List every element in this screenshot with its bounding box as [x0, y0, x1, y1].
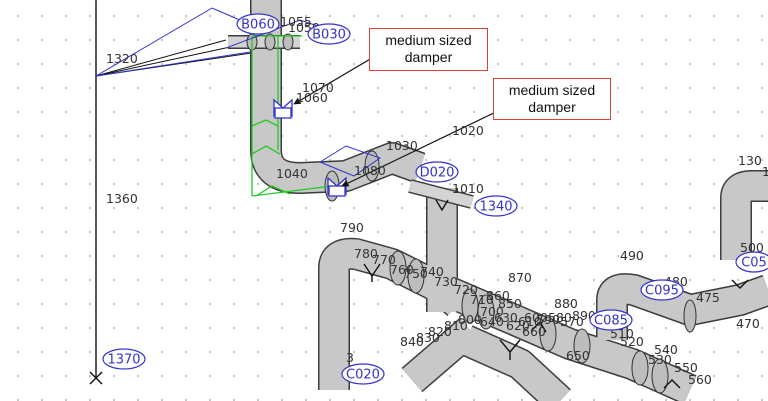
node-label-1070: 1070	[302, 80, 334, 95]
tag-label: C095	[645, 284, 679, 299]
tag-c05[interactable]: C05	[735, 251, 768, 273]
node-label-1030: 1030	[386, 138, 418, 153]
node-label-1360: 1360	[106, 191, 138, 206]
callout-line-2: damper	[528, 99, 576, 115]
node-label-1320: 1320	[106, 51, 138, 66]
node-label-800: 800	[458, 312, 482, 327]
node-label-840: 840	[400, 334, 424, 349]
node-label-11: 11	[762, 164, 768, 179]
tag-label: B060	[241, 18, 275, 33]
node-label-1080: 1080	[354, 163, 386, 178]
node-label-730: 730	[434, 274, 458, 289]
node-label-1020: 1020	[452, 123, 484, 138]
node-label-540: 540	[654, 342, 678, 357]
node-label-500: 500	[740, 240, 764, 255]
tag-label: C05	[741, 256, 767, 271]
node-label-600: 600	[524, 310, 548, 325]
x-marker	[89, 371, 103, 385]
node-label-560: 560	[688, 372, 712, 387]
node-label-660: 660	[522, 324, 546, 339]
node-label-740: 740	[420, 264, 444, 279]
node-label-490: 490	[620, 248, 644, 263]
node-label-590: 590	[536, 312, 560, 327]
node-label-870: 870	[508, 270, 532, 285]
node-label-610: 610	[518, 314, 542, 329]
node-label-620: 620	[506, 318, 530, 333]
node-label-830: 830	[416, 330, 440, 345]
node-label-750: 750	[404, 266, 428, 281]
callout-leaders	[293, 57, 501, 187]
node-label-640: 640	[480, 314, 504, 329]
node-label-1010: 1010	[452, 181, 484, 196]
node-label-720: 720	[454, 282, 478, 297]
tag-label: C020	[346, 368, 380, 383]
tag-c085[interactable]: C085	[589, 309, 633, 331]
tag-c095[interactable]: C095	[640, 279, 684, 301]
node-label-710: 710	[470, 292, 494, 307]
node-label-700: 700	[480, 304, 504, 319]
node-label-520: 520	[620, 334, 644, 349]
node-label-850: 850	[498, 296, 522, 311]
node-label-580: 580	[548, 310, 572, 325]
callout-medium-damper-2[interactable]: medium sized damper	[493, 78, 611, 120]
node-label-3: 3	[346, 350, 354, 365]
node-label-1040: 1040	[276, 166, 308, 181]
node-label-650: 650	[566, 348, 590, 363]
callout-line-1: medium sized	[385, 32, 472, 48]
node-label-1055: 1055	[280, 14, 312, 29]
node-label-470: 470	[736, 316, 760, 331]
node-label-570: 570	[560, 314, 584, 329]
node-label-860: 860	[486, 288, 510, 303]
node-label-130: 130	[738, 153, 762, 168]
tag-b060[interactable]: B060	[236, 13, 280, 35]
node-label-1060: 1060	[296, 90, 328, 105]
callout-line-1: medium sized	[508, 82, 596, 98]
pipe-supports	[363, 199, 749, 389]
node-label-550: 550	[674, 360, 698, 375]
node-label-790: 790	[340, 220, 364, 235]
tag-d020[interactable]: D020	[415, 161, 459, 183]
node-label-820: 820	[428, 324, 452, 339]
tag-c020[interactable]: C020	[341, 363, 385, 385]
node-label-760: 760	[390, 262, 414, 277]
tag-label: D020	[420, 166, 455, 181]
tag-1370[interactable]: 1370	[102, 348, 146, 370]
node-label-780: 780	[354, 246, 378, 261]
tag-1340[interactable]: 1340	[474, 195, 518, 217]
tag-b030[interactable]: B030	[307, 23, 351, 45]
tag-label: B030	[312, 28, 346, 43]
callout-line-2: damper	[404, 49, 453, 65]
tag-label: 1340	[479, 200, 512, 215]
node-label-475: 475	[696, 290, 720, 305]
selection-highlight	[251, 35, 333, 197]
node-label-530: 530	[648, 352, 672, 367]
tag-label: 1370	[107, 353, 140, 368]
node-label-770: 770	[372, 252, 396, 267]
tag-label: C085	[594, 314, 628, 329]
node-label-630: 630	[494, 310, 518, 325]
node-label-880: 880	[554, 296, 578, 311]
callout-medium-damper-1[interactable]: medium sized damper	[369, 28, 488, 71]
node-label-810: 810	[444, 318, 468, 333]
